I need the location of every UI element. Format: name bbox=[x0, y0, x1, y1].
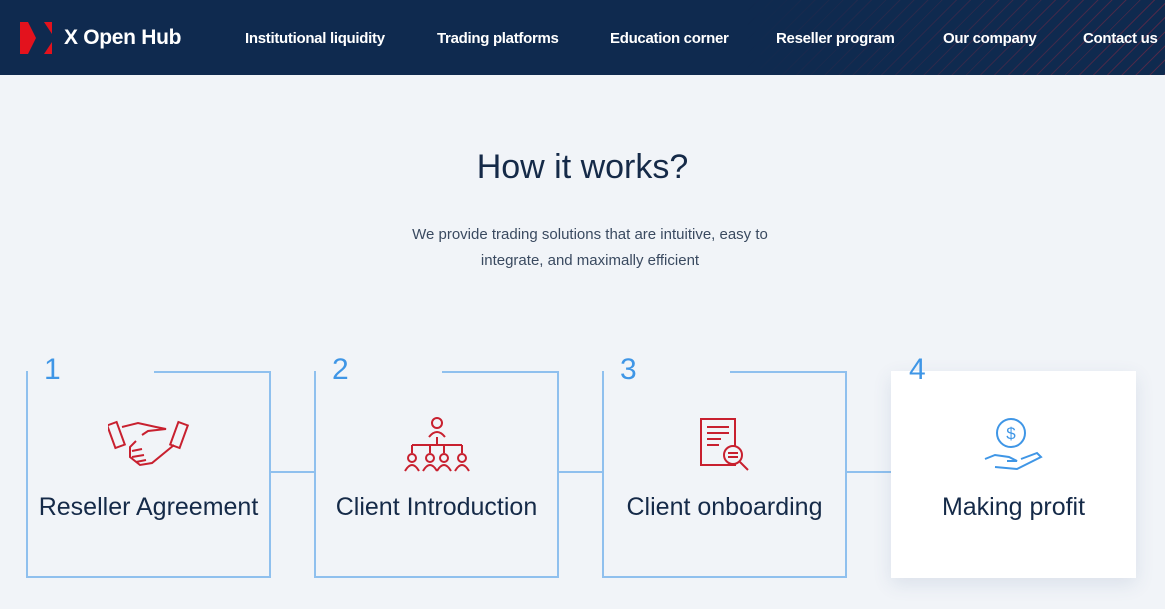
x-logo-icon bbox=[20, 22, 52, 54]
nav-institutional-liquidity[interactable]: Institutional liquidity bbox=[245, 30, 385, 47]
document-search-icon bbox=[699, 418, 749, 471]
step-number: 4 bbox=[909, 353, 926, 386]
connector-line bbox=[847, 471, 891, 473]
header-decoration bbox=[745, 0, 1165, 75]
header: X Open Hub Institutional liquidity Tradi… bbox=[0, 0, 1165, 75]
hand-dollar-icon: $ bbox=[984, 418, 1043, 471]
step-card-client-onboarding: 3 Client onboarding bbox=[602, 353, 847, 578]
step-number: 2 bbox=[332, 353, 349, 386]
step-title: Making profit bbox=[941, 493, 1086, 521]
logo[interactable]: X Open Hub bbox=[18, 20, 181, 56]
logo-text: X Open Hub bbox=[64, 26, 182, 49]
nav-education-corner[interactable]: Education corner bbox=[610, 30, 729, 47]
handshake-icon bbox=[107, 420, 189, 467]
nav-reseller-program[interactable]: Reseller program bbox=[776, 30, 895, 47]
step-number: 3 bbox=[620, 353, 637, 386]
step-card-reseller-agreement: 1 Reseller Agreement bbox=[26, 353, 271, 578]
nav-trading-platforms[interactable]: Trading platforms bbox=[437, 30, 559, 47]
nav-our-company[interactable]: Our company bbox=[943, 30, 1037, 47]
svg-text:$: $ bbox=[1006, 424, 1016, 443]
subtitle: We provide trading solutions that are in… bbox=[412, 226, 768, 269]
page-title: How it works? bbox=[476, 148, 689, 186]
step-title: Reseller Agreement bbox=[38, 493, 259, 521]
step-number: 1 bbox=[44, 353, 61, 386]
step-title: Client onboarding bbox=[626, 493, 823, 521]
connector-line bbox=[271, 471, 315, 473]
step-title: Client Introduction bbox=[335, 493, 538, 521]
nav-contact-us[interactable]: Contact us bbox=[1083, 30, 1158, 47]
connector-line bbox=[559, 471, 603, 473]
hierarchy-icon bbox=[403, 417, 470, 472]
step-card-client-introduction: 2 Client Introduction bbox=[314, 353, 559, 578]
step-card-making-profit: 4 $ Making profit bbox=[891, 353, 1136, 578]
